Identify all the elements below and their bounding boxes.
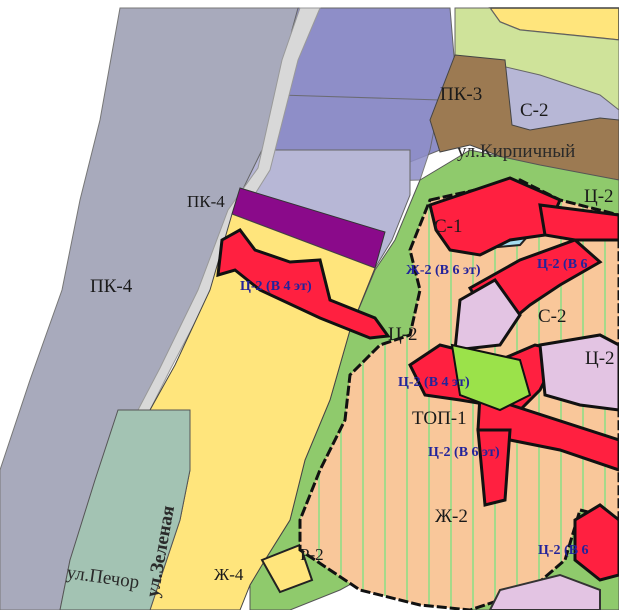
zone-pink-bottom[interactable] (488, 573, 601, 610)
zone-center-red-north[interactable] (428, 176, 562, 257)
zone-center-red-right[interactable] (573, 503, 619, 582)
zone-center-red-south[interactable] (476, 428, 512, 507)
zone-pink-center[interactable] (453, 278, 522, 352)
label-zh2: Ж-2 (435, 506, 468, 527)
label-zh4: Ж-4 (214, 565, 244, 584)
label-ts2-center: Ц-2 (388, 324, 418, 345)
label-top1: ТОП-1 (412, 408, 467, 429)
zone-center-red-west[interactable] (216, 228, 391, 340)
label-pk3: ПК-3 (440, 84, 482, 105)
label-pk4-large: ПК-4 (90, 276, 133, 297)
zone-pink-right[interactable] (538, 333, 619, 412)
label-c2-top: С-2 (520, 100, 549, 121)
zone-center-red-east[interactable] (538, 203, 619, 242)
height-label-ts2-b6-top: Ц-2 (В 6 (537, 257, 588, 272)
label-c2-middle: С-2 (538, 306, 567, 327)
zone-pk3[interactable] (429, 54, 619, 181)
zone-teal[interactable] (59, 409, 191, 610)
height-label-ts2-b4-left: Ц-2 (В 4 эт) (240, 279, 312, 294)
height-label-ts2-b4-mid: Ц-2 (В 4 эт) (398, 375, 470, 390)
label-ts2-right-partial: Ц-2 (585, 348, 615, 369)
zone-r2[interactable] (260, 543, 314, 594)
height-label-ts2-b6-bottom: Ц-2 (В 6 (538, 543, 589, 558)
zone-light-green[interactable] (450, 343, 532, 412)
label-pk4-small: ПК-4 (187, 192, 225, 211)
height-label-zh2-6: Ж-2 (В 6 эт) (406, 263, 481, 278)
label-r2: Р-2 (300, 545, 324, 564)
street-kirpichny: ул.Кирпичный (457, 141, 575, 162)
height-label-ts2-b6-mid: Ц-2 (В 6 эт) (428, 445, 500, 460)
label-ts2-right: Ц-2 (584, 186, 614, 207)
label-c1: С-1 (434, 216, 463, 237)
